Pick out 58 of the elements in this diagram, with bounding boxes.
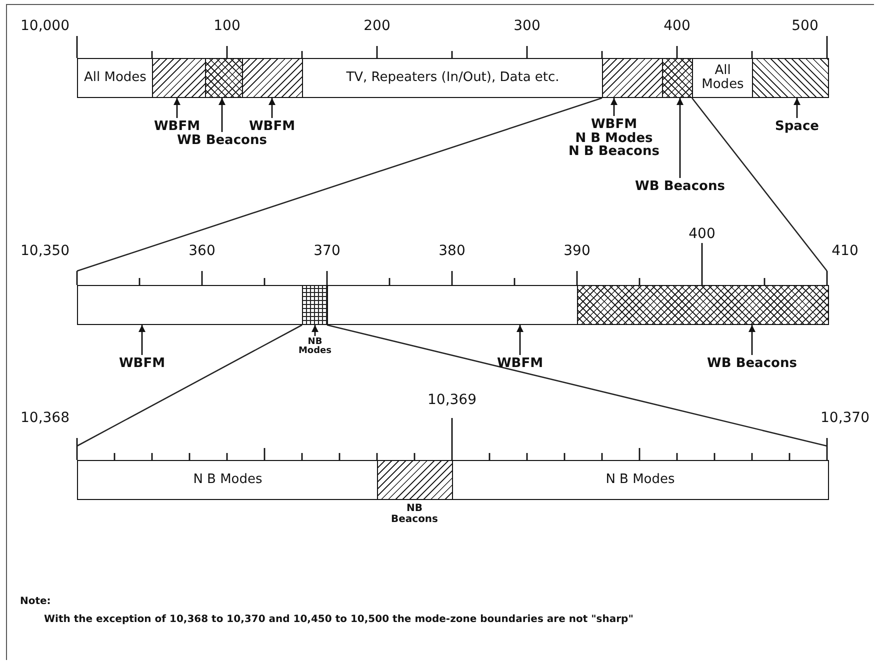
scale-value: 360: [188, 243, 216, 259]
scale-value: 10,350: [20, 243, 70, 259]
band-label: Space: [775, 120, 819, 134]
band-segment: [204, 58, 244, 98]
band-segment: [662, 58, 694, 98]
scale-value: 400: [664, 18, 690, 34]
band-segment: [77, 460, 378, 500]
band-label: WB Beacons: [635, 180, 725, 194]
note-text: Note:: [20, 596, 51, 607]
arrow: [794, 98, 800, 118]
arrow: [312, 325, 318, 336]
arrow: [610, 98, 618, 116]
arrow: [218, 98, 226, 132]
arrow: [516, 325, 524, 355]
scale-value: 10,368: [20, 410, 70, 426]
scale-value: 10,370: [820, 410, 870, 426]
segment-label: TV, Repeaters (In/Out), Data etc.: [346, 70, 560, 86]
band-segment: [327, 285, 578, 325]
scale-value: 410: [832, 243, 858, 259]
note-text: With the exception of 10,368 to 10,370 and 10,450 to 10,500 the mode-zone boundaries are not "sharp": [44, 614, 634, 625]
band-label: N B Beacons: [568, 145, 660, 159]
scale-value: 300: [514, 18, 540, 34]
band-label: N B Modes: [575, 132, 653, 146]
scale-value: 390: [564, 243, 590, 259]
band-segment: [752, 58, 828, 98]
scale-value: 10,000: [20, 18, 70, 34]
scale-value: 10,369: [428, 392, 476, 408]
scale-value: 500: [792, 18, 818, 34]
arrow: [676, 98, 684, 178]
band-label: WBFM: [590, 118, 638, 132]
scale-value: 100: [214, 18, 240, 34]
arrow: [748, 325, 756, 355]
band-label: NB Modes: [298, 338, 332, 357]
band-segment: [377, 460, 454, 500]
arrow: [268, 98, 276, 118]
band-segment: [602, 58, 664, 98]
band-segment: [77, 58, 154, 98]
segment-caption: NB Beacons: [390, 503, 440, 525]
band-label: WB Beacons: [707, 357, 797, 371]
band-segment: [242, 58, 304, 98]
arrow: [174, 98, 180, 118]
band-segment: [152, 58, 206, 98]
band-segment: [452, 460, 828, 500]
band-label: WB Beacons: [177, 134, 267, 148]
scale-value: 400: [688, 226, 716, 242]
arrow: [138, 325, 146, 355]
band-segment: [302, 285, 328, 325]
band-label: WBFM: [154, 120, 200, 134]
scale-value: 200: [364, 18, 390, 34]
band-segment: [77, 285, 304, 325]
band-label: WBFM: [248, 120, 296, 134]
band-label: WBFM: [496, 357, 544, 371]
scale-value: 370: [314, 243, 340, 259]
scale-value: 380: [438, 243, 466, 259]
band-segment: [302, 58, 604, 98]
band-segment: [692, 58, 754, 98]
band-label: WBFM: [118, 357, 166, 371]
band-segment: [577, 285, 828, 325]
